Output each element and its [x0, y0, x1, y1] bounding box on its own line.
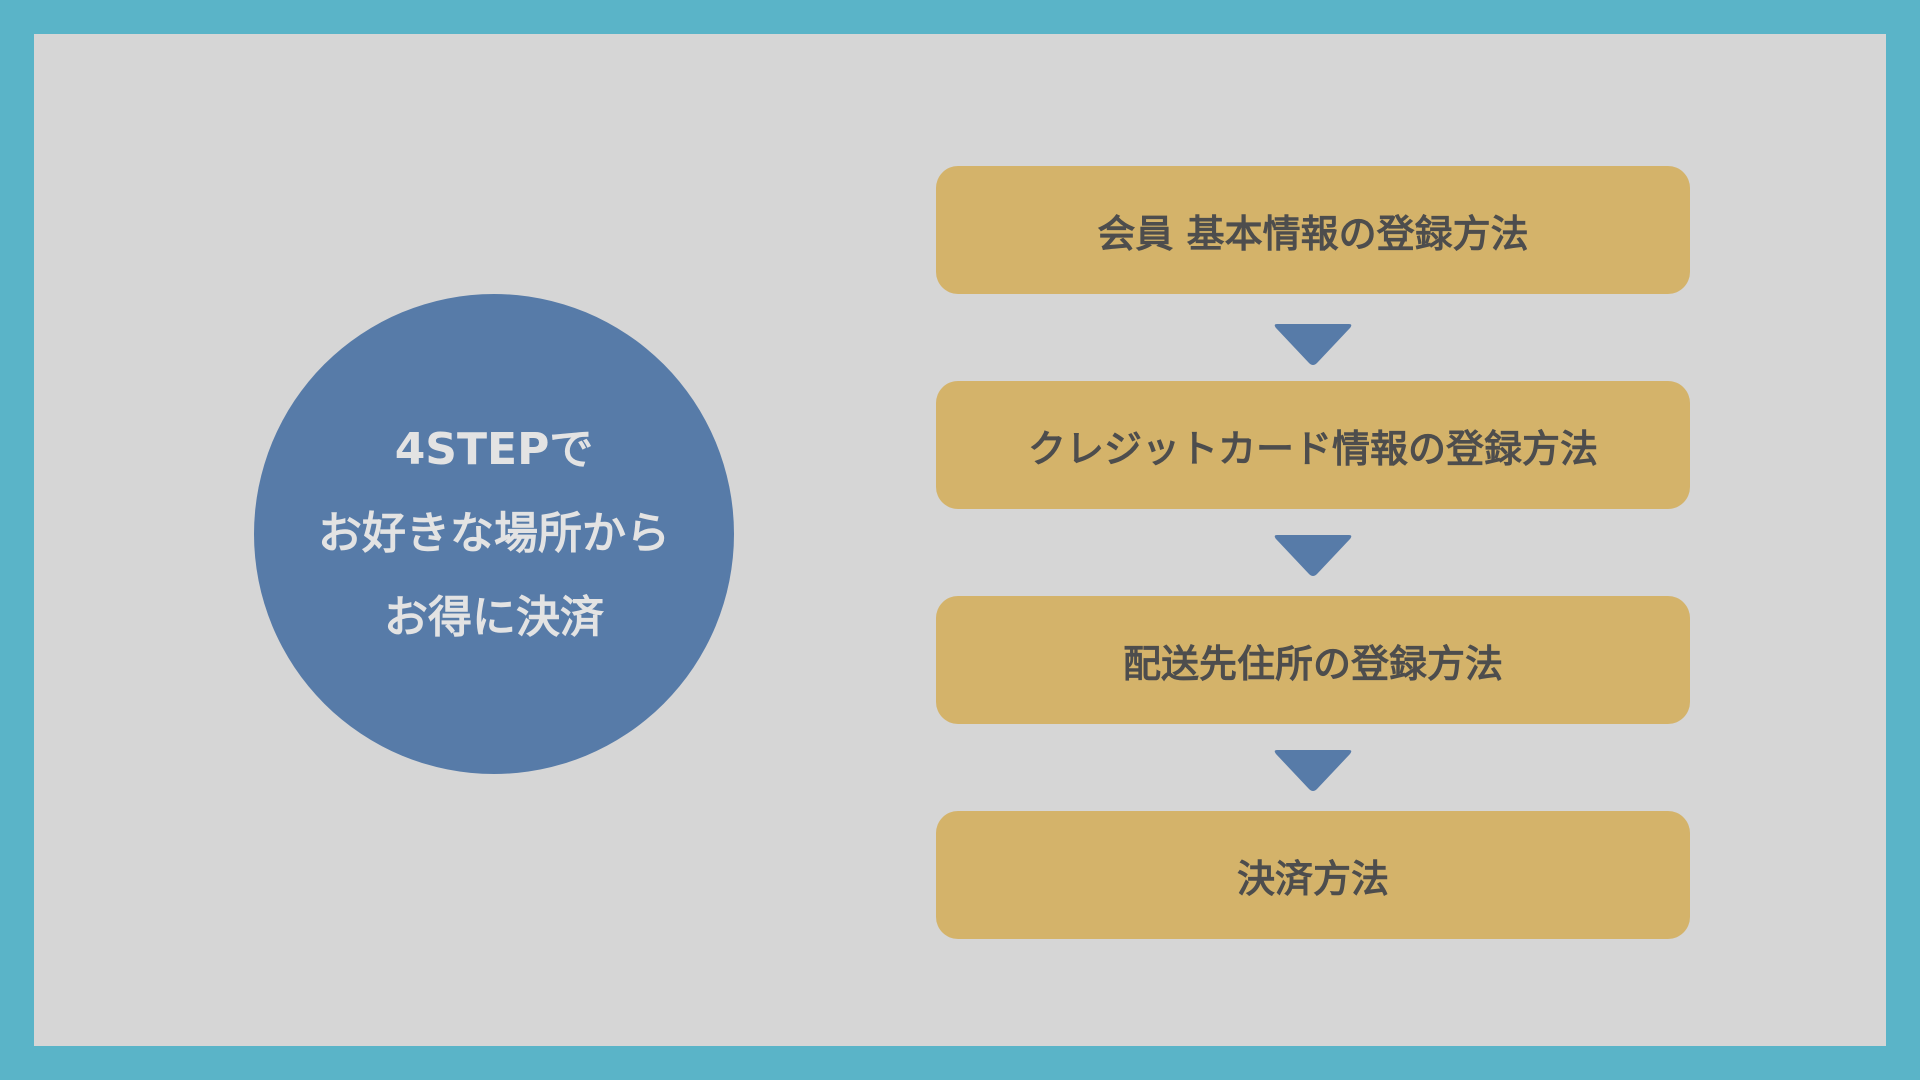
arrow-down-icon [1274, 750, 1352, 791]
step-box-2: クレジットカード情報の登録方法 [936, 381, 1690, 509]
circle-line-3: お得に決済 [384, 592, 604, 643]
step-box-3: 配送先住所の登録方法 [936, 596, 1690, 724]
circle-line-2: お好きな場所から [318, 508, 670, 559]
step-box-1: 会員 基本情報の登録方法 [936, 166, 1690, 294]
summary-circle: 4STEPで お好きな場所から お得に決済 [254, 294, 734, 774]
circle-line-1: 4STEPで [394, 424, 594, 475]
arrow-down-icon [1274, 324, 1352, 365]
step-box-4: 決済方法 [936, 811, 1690, 939]
arrow-down-icon [1274, 535, 1352, 576]
slide-canvas: 4STEPで お好きな場所から お得に決済 会員 基本情報の登録方法 クレジット… [34, 34, 1886, 1046]
